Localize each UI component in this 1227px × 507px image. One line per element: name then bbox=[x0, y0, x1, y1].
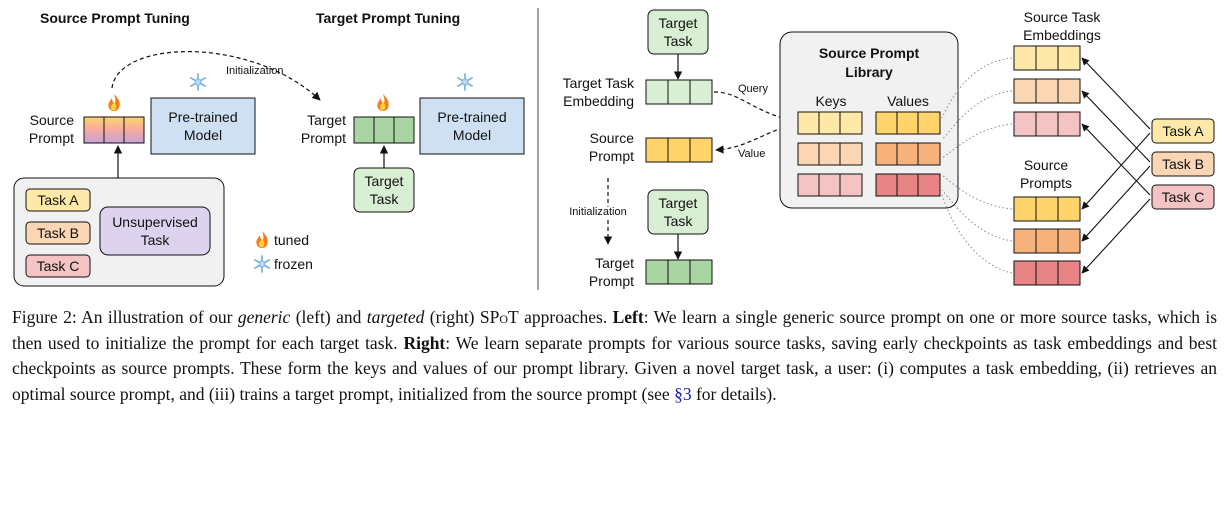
frozen-snowflake-icon bbox=[190, 73, 206, 91]
value-arrow bbox=[715, 124, 791, 154]
task-b-box bbox=[25, 221, 91, 245]
library-value-a bbox=[875, 111, 941, 135]
legend-snowflake-icon bbox=[254, 255, 270, 273]
query-arrow bbox=[713, 91, 791, 123]
task-c-box-right bbox=[1151, 184, 1215, 210]
task-b-label-right: Task B bbox=[1162, 156, 1204, 172]
source-prompt-c bbox=[1013, 260, 1081, 286]
caption-intro-4: approaches. bbox=[524, 307, 608, 327]
library-key-a bbox=[797, 111, 863, 135]
task-c-label: Task C bbox=[37, 258, 80, 274]
caption-intro-1: An illustration of our bbox=[81, 307, 233, 327]
target-task-embedding-vector bbox=[645, 79, 713, 105]
value-label: Value bbox=[738, 148, 765, 160]
target-prompt-vector-left bbox=[353, 116, 415, 144]
spot-figure: Source Prompt Tuning Target Prompt Tunin… bbox=[13, 8, 1215, 290]
caption-right-text-2: for details). bbox=[695, 383, 777, 404]
caption-targeted: targeted bbox=[366, 307, 425, 327]
query-label: Query bbox=[738, 83, 768, 95]
source-prompt-vector bbox=[83, 116, 145, 144]
task-a-box-right bbox=[1151, 118, 1215, 144]
task-arrows bbox=[1081, 57, 1151, 274]
caption-section-ref[interactable]: §3 bbox=[674, 383, 692, 404]
legend-flame-icon bbox=[256, 231, 268, 248]
source-prompt-a bbox=[1013, 196, 1081, 222]
task-b-box-right bbox=[1151, 151, 1215, 177]
pretrained-model-box-target bbox=[419, 97, 525, 155]
caption-right-label: Right bbox=[403, 332, 446, 353]
caption-right-text-1: : We learn separate prompts for various … bbox=[12, 332, 1217, 404]
library-value-b bbox=[875, 142, 941, 166]
target-prompt-vector-right bbox=[645, 259, 713, 285]
task-b-label: Task B bbox=[37, 225, 79, 241]
initialization-arrow bbox=[111, 51, 321, 101]
task-a-label-right: Task A bbox=[1162, 123, 1204, 139]
pretrained-model-box bbox=[150, 97, 256, 155]
retrieved-source-prompt-vector bbox=[645, 137, 713, 163]
library-value-c bbox=[875, 173, 941, 197]
caption-spot: SPoT bbox=[479, 307, 519, 327]
tuned-flame-icon bbox=[108, 94, 120, 111]
task-c-box bbox=[25, 254, 91, 278]
caption-fig-label: Figure 2: bbox=[12, 307, 77, 327]
task-a-box bbox=[25, 188, 91, 212]
task-a-label: Task A bbox=[37, 192, 79, 208]
title-source-prompt-tuning: Source Prompt Tuning bbox=[40, 10, 190, 26]
target-task-box-left bbox=[353, 167, 415, 213]
caption-generic: generic bbox=[237, 307, 291, 327]
caption-left-label: Left bbox=[612, 307, 644, 327]
initialization-label-right: Initialization bbox=[569, 206, 626, 218]
legend-tuned-label: tuned bbox=[274, 232, 309, 248]
embedding-a bbox=[1013, 45, 1081, 71]
values-header: Values bbox=[887, 93, 929, 109]
frozen-snowflake-icon-target bbox=[457, 73, 473, 91]
library-key-b bbox=[797, 142, 863, 166]
task-c-label-right: Task C bbox=[1162, 189, 1205, 205]
unsupervised-task-box bbox=[99, 206, 211, 256]
library-key-c bbox=[797, 173, 863, 197]
initialization-label: Initialization bbox=[226, 65, 283, 77]
title-target-prompt-tuning: Target Prompt Tuning bbox=[316, 10, 460, 26]
figure-caption: Figure 2: An illustration of our generic… bbox=[12, 305, 1217, 407]
caption-left-text: : We learn a single generic source promp… bbox=[12, 307, 1218, 353]
tuned-flame-icon-target bbox=[377, 94, 389, 111]
keys-header: Keys bbox=[815, 93, 846, 109]
embedding-b bbox=[1013, 78, 1081, 104]
caption-intro-2: (left) and bbox=[295, 307, 362, 327]
legend-frozen-label: frozen bbox=[274, 256, 313, 272]
source-prompt-b bbox=[1013, 228, 1081, 254]
caption-intro-3: (right) bbox=[429, 307, 475, 327]
embedding-c bbox=[1013, 111, 1081, 137]
library-dotted-links bbox=[941, 57, 1013, 274]
